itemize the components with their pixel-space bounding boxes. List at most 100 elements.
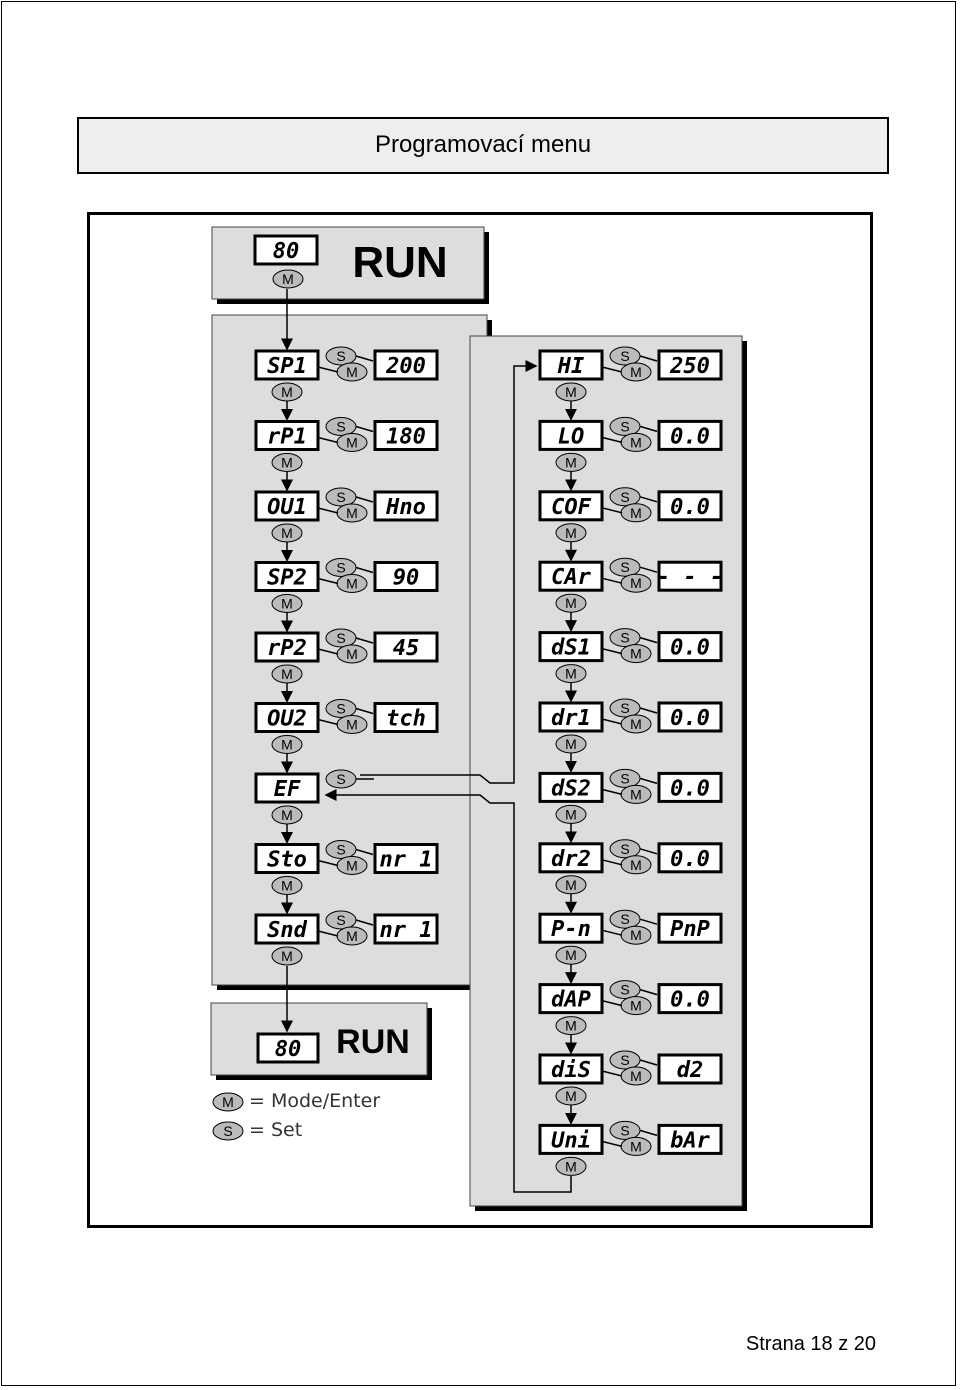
param-code: Snd [267,918,307,943]
param-code: OU1 [267,495,307,520]
param-value: nr 1 [380,848,433,873]
set-arrow [355,707,374,715]
param-code: CAr [551,565,591,590]
value-display [373,631,439,663]
param-code: dAP [551,988,591,1013]
mode-next-button[interactable] [555,1156,587,1176]
param-value: 0.0 [670,636,710,661]
mode-next-button-label: M [565,1018,577,1034]
param-code: P-n [551,917,591,942]
mode-next-button-label: M [281,878,293,894]
value-display [657,631,723,663]
value-display [373,913,439,945]
param-display [254,913,320,945]
set-button-label: S [336,630,345,646]
value-display [657,1053,723,1085]
set-button-label: S [336,912,345,928]
mode-return-button-label: M [630,575,642,591]
connector-ef-to-hi [360,360,538,784]
mode-return-arrow [601,507,623,514]
param-display [538,1053,604,1085]
set-arrow [639,918,658,925]
mode-next-button-label: M [565,525,577,541]
mode-return-button-label: M [346,505,358,521]
mode-return-arrow [601,859,623,866]
mode-return-button-label: M [630,434,642,450]
param-value: 0.0 [670,776,710,801]
value-display [373,843,439,874]
param-display [254,702,320,733]
run-top-mode-button[interactable] [272,269,304,289]
param-code: Uni [551,1128,591,1153]
set-button-label: S [336,701,345,717]
mode-return-button-label: M [630,998,642,1014]
value-display [657,490,723,522]
legend-set-symbol: S [223,1123,232,1139]
mode-return-arrow [601,1140,623,1148]
value-display [657,701,723,733]
param-value: 0.0 [670,706,710,731]
param-display [254,420,320,451]
run-bottom-display [256,1032,320,1064]
mode-next-button-label: M [281,666,293,682]
set-button-label: S [620,700,629,716]
mode-return-button-label: M [630,646,642,662]
mode-next-button-label: M [281,948,293,964]
value-display [657,842,723,874]
set-arrow [639,1059,658,1066]
mode-next-button-label: M [565,384,577,400]
mode-return-button-label: M [346,858,358,874]
run-bottom-display-value: 80 [275,1037,302,1062]
param-code: diS [551,1058,591,1083]
set-button-label: S [620,770,629,786]
param-code: Sto [267,848,307,873]
param-value: 0.0 [670,847,710,872]
param-code: dS2 [551,776,591,801]
page-footer: Strana 18 z 20 [745,1333,876,1355]
value-display [373,349,439,381]
mode-next-button-label: M [565,666,577,682]
legend-mode-text: = Mode/Enter [249,1090,380,1112]
page-title: Programovací menu [77,117,889,174]
mode-return-arrow [601,929,623,936]
param-value: bAr [670,1128,710,1153]
mode-return-button-label: M [346,576,358,592]
set-button-label: S [620,911,629,927]
mode-return-button-label: M [630,857,642,873]
value-display [373,420,439,451]
set-button-label: S [336,560,345,576]
param-code: dr1 [551,706,591,731]
set-arrow [639,988,658,996]
mode-return-arrow [601,1070,623,1077]
legend-mode-symbol: M [222,1094,234,1110]
param-display [254,349,320,381]
mode-next-button-label: M [281,807,293,823]
set-arrow [355,425,374,433]
mode-return-button-label: M [630,505,642,521]
set-arrow [355,566,374,574]
run-top-display-value: 80 [273,239,300,264]
mode-return-button-label: M [630,716,642,732]
set-arrow [355,848,374,856]
param-value: 0.0 [670,495,710,520]
set-button-label: S [336,419,345,435]
mode-next-button[interactable] [271,946,303,966]
set-arrow [639,777,658,785]
mode-next-button-label: M [281,737,293,753]
mode-return-arrow [317,436,339,444]
param-code: dS1 [551,636,591,661]
mode-return-button-label: M [630,364,642,380]
set-button-label: S [336,842,345,858]
param-value: 250 [669,354,710,379]
param-display [254,490,320,522]
set-button-label: S [620,1052,629,1068]
